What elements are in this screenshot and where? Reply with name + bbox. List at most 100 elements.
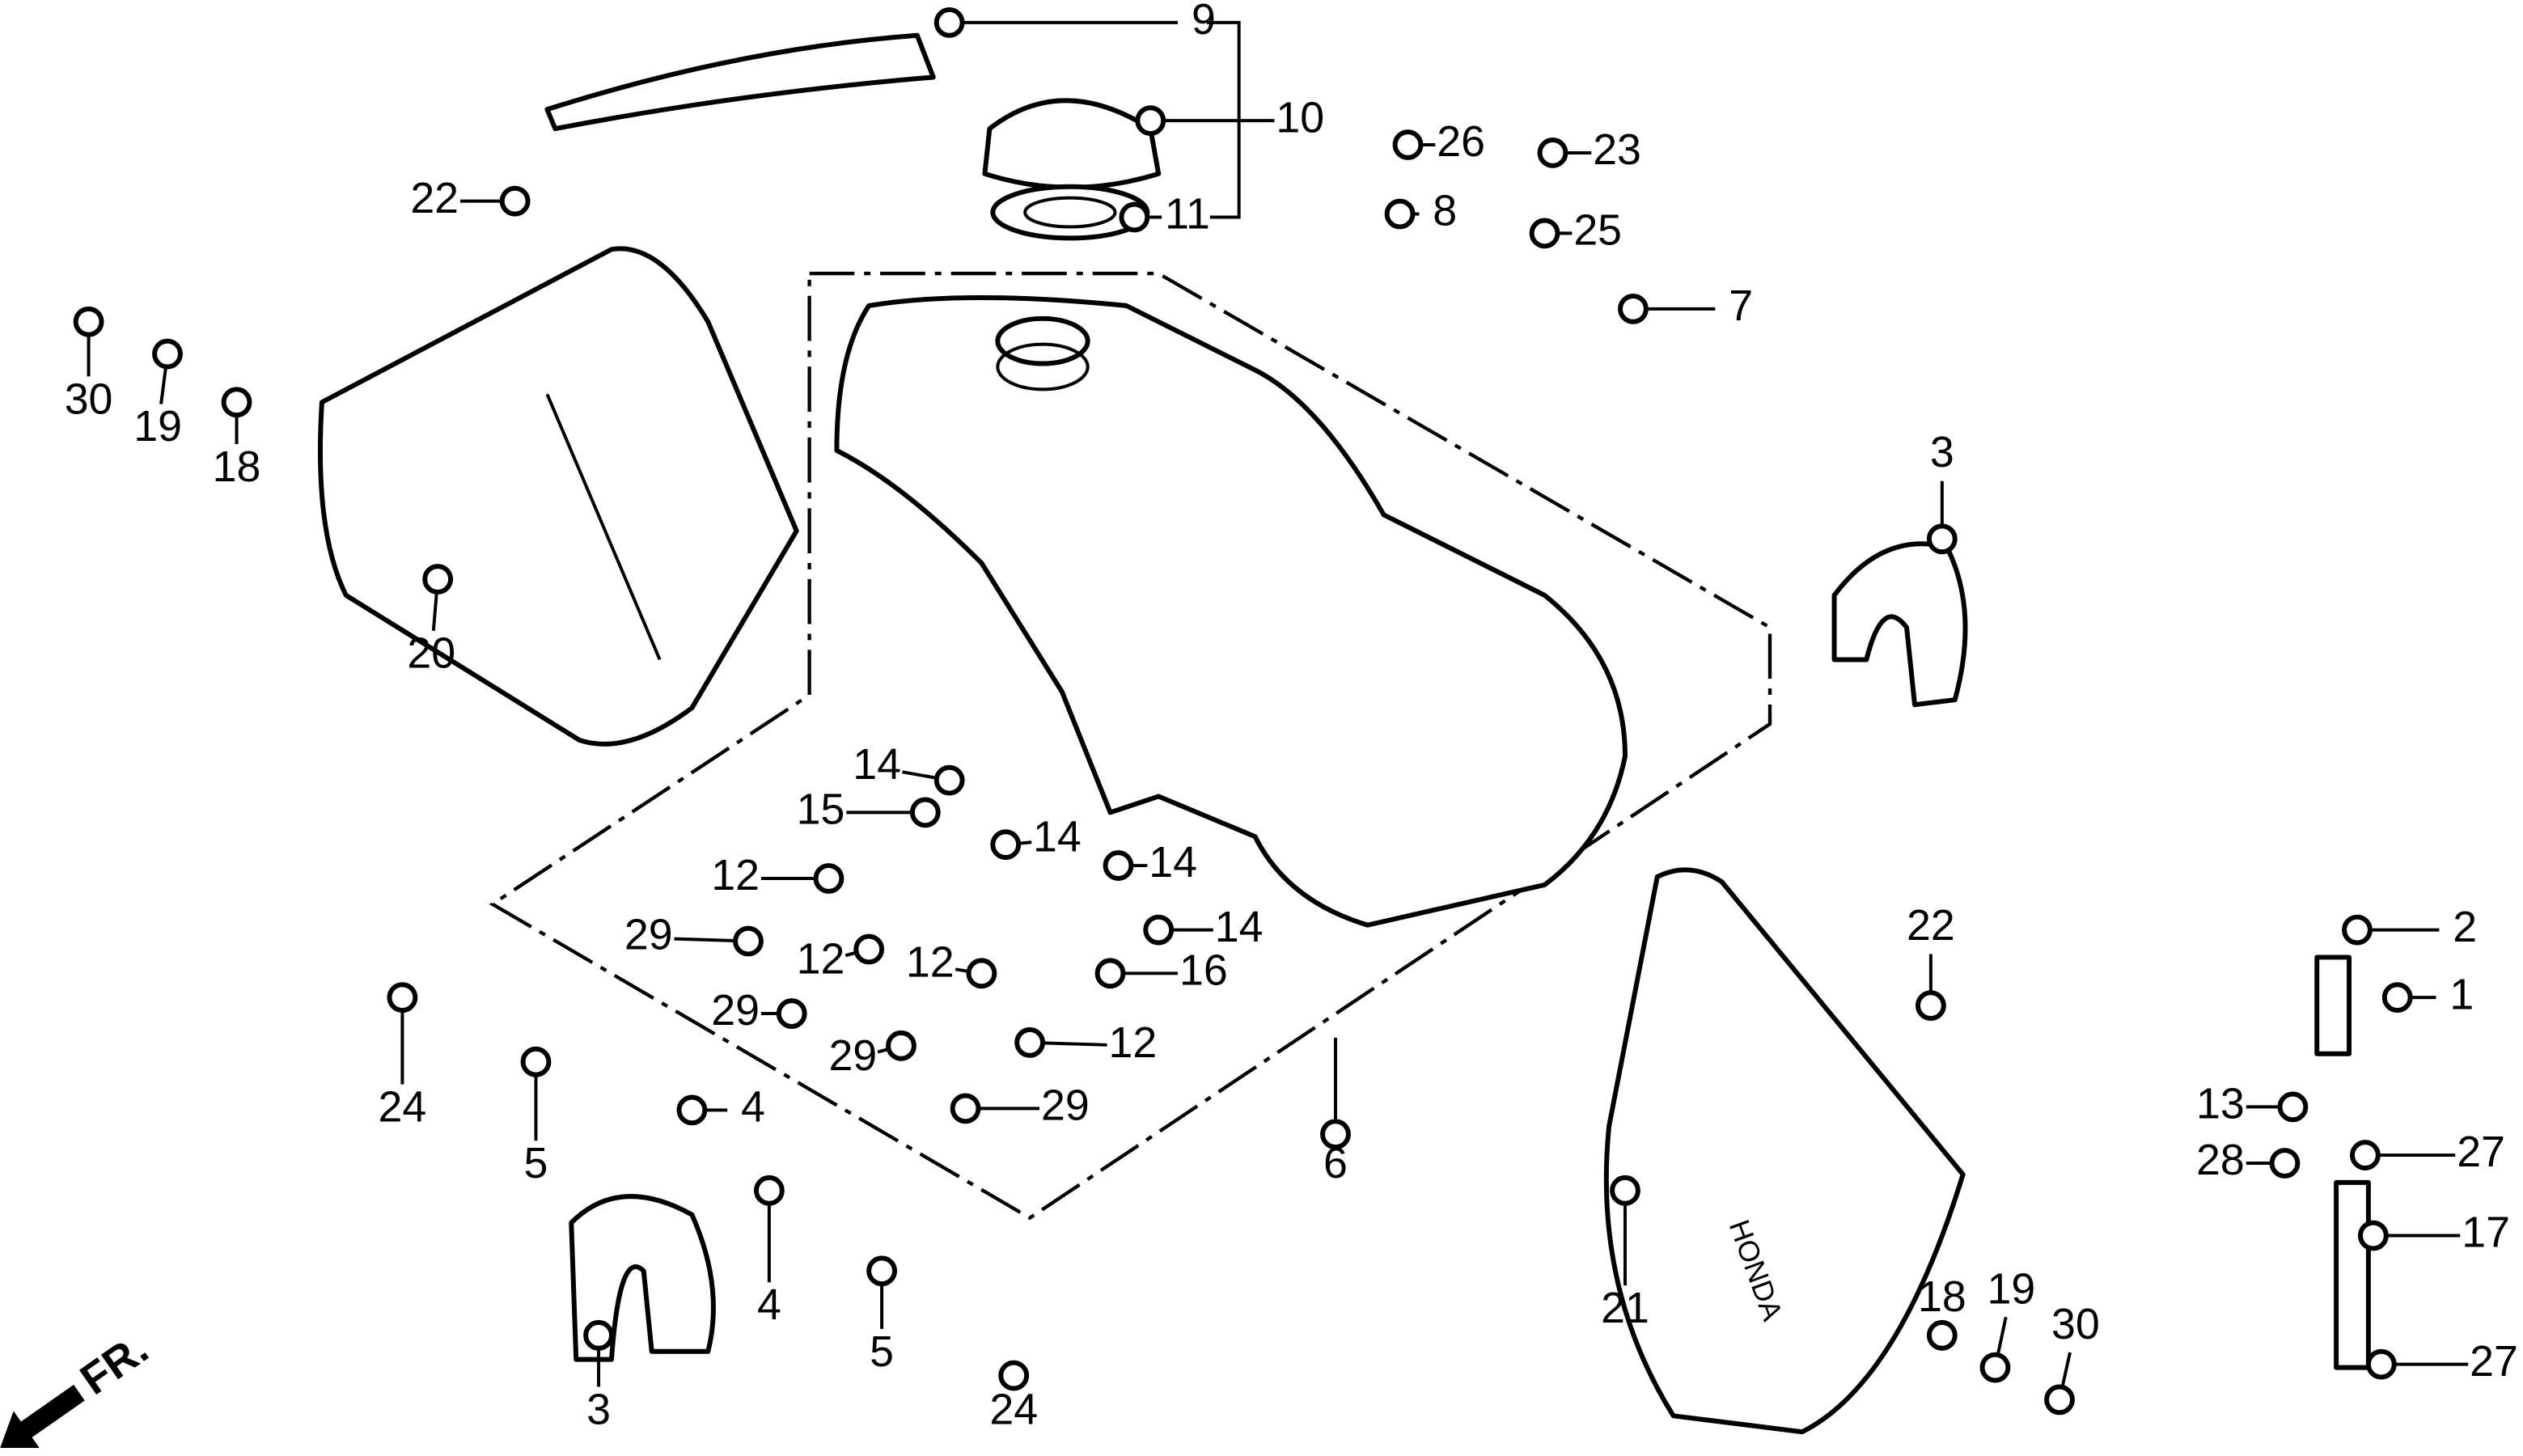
part-4 <box>676 1094 708 1126</box>
part-label: 28 <box>2196 1136 2245 1184</box>
part-label: 19 <box>1987 1264 2035 1313</box>
part-label: 14 <box>1215 903 1264 951</box>
breather-hose <box>544 32 936 132</box>
part-label: 7 <box>1729 281 1753 330</box>
part-14 <box>990 829 1022 861</box>
part-21 <box>1610 1175 1640 1206</box>
part-29 <box>950 1093 981 1124</box>
part-label: 5 <box>524 1139 548 1187</box>
part-14 <box>1143 914 1175 946</box>
part-label: 14 <box>1149 838 1197 887</box>
shroud-mount-right <box>1831 541 1968 708</box>
part-5 <box>520 1046 552 1077</box>
part-label: 29 <box>624 911 673 959</box>
part-12 <box>813 863 845 894</box>
shroud-rib <box>545 393 662 661</box>
front-direction-marker: FR. <box>0 1324 157 1449</box>
part-19 <box>1979 1352 2011 1383</box>
part-27 <box>2350 1140 2381 1170</box>
part-3 <box>1926 523 1958 555</box>
part-label: 5 <box>870 1327 894 1376</box>
part-9 <box>933 6 965 38</box>
part-3 <box>583 1319 614 1351</box>
part-label: 12 <box>711 851 760 899</box>
part-19 <box>152 338 183 370</box>
part-label: 30 <box>2051 1300 2100 1348</box>
part-label: 27 <box>2470 1337 2518 1386</box>
fuel-tank <box>834 294 1628 928</box>
part-label: 6 <box>1323 1139 1348 1187</box>
part-label: 9 <box>1192 0 1216 44</box>
part-label: 26 <box>1437 117 1485 166</box>
part-14 <box>1103 850 1134 881</box>
part-12 <box>1014 1026 1045 1058</box>
part-label: 18 <box>213 442 261 491</box>
part-24 <box>998 1360 1030 1391</box>
part-6 <box>1320 1119 1351 1150</box>
part-label: 22 <box>1907 901 1955 950</box>
part-11 <box>1119 201 1150 233</box>
part-15 <box>909 797 941 828</box>
part-7 <box>1618 293 1649 324</box>
part-label: 24 <box>379 1083 427 1132</box>
cap-gasket-inner <box>1023 196 1117 229</box>
part-25 <box>1529 218 1560 249</box>
part-label: 29 <box>711 986 760 1035</box>
part-20 <box>422 564 454 595</box>
part-label: 24 <box>989 1385 1038 1433</box>
part-label: 16 <box>1179 946 1228 995</box>
part-label: 20 <box>407 629 455 678</box>
part-24 <box>387 982 418 1014</box>
part-18 <box>221 387 252 418</box>
part-label: 30 <box>65 375 113 423</box>
part-label: 10 <box>1276 93 1324 142</box>
part-5 <box>866 1255 898 1287</box>
part-label: 15 <box>797 785 845 834</box>
shroud-mount-left <box>569 1194 716 1362</box>
part-label: 2 <box>2453 903 2477 951</box>
part-label: 17 <box>2462 1208 2510 1257</box>
part-30 <box>73 306 104 337</box>
part-29 <box>776 998 807 1029</box>
part-label: 12 <box>1109 1018 1158 1067</box>
part-22 <box>1916 990 1946 1021</box>
part-label: 22 <box>410 174 459 222</box>
part-label: 8 <box>1433 187 1457 235</box>
right-shroud <box>1603 867 1966 1435</box>
fuel-hose <box>2334 1179 2371 1370</box>
part-label: 4 <box>757 1280 781 1329</box>
part-10 <box>1135 105 1166 137</box>
part-label: 14 <box>1033 812 1082 861</box>
part-label: 12 <box>797 935 845 984</box>
part-4 <box>753 1175 785 1206</box>
part-label: 29 <box>1041 1081 1090 1130</box>
part-13 <box>2277 1091 2309 1123</box>
part-label: 14 <box>853 740 901 789</box>
part-29 <box>733 925 764 957</box>
part-23 <box>1537 138 1568 168</box>
part-27 <box>2365 1348 2397 1380</box>
part-12 <box>966 958 997 989</box>
part-17 <box>2357 1220 2389 1251</box>
part-16 <box>1094 958 1126 989</box>
part-label: 23 <box>1593 125 1641 174</box>
part-2 <box>2342 914 2373 946</box>
filler-neck <box>995 315 1090 366</box>
fuel-cap <box>982 98 1162 190</box>
svg-text:FR.: FR. <box>72 1324 157 1404</box>
part-label: 12 <box>906 938 955 987</box>
part-label: 4 <box>741 1083 765 1132</box>
part-label: 25 <box>1573 206 1622 255</box>
part-22 <box>499 185 531 217</box>
part-label: 18 <box>1918 1272 1966 1321</box>
filler-neck-ring <box>996 342 1090 392</box>
part-1 <box>2381 982 2413 1014</box>
part-label: 11 <box>1165 190 1210 239</box>
part-label: 27 <box>2457 1128 2505 1176</box>
part-29 <box>886 1030 916 1061</box>
part-label: 29 <box>828 1031 877 1080</box>
part-label: 19 <box>133 402 182 451</box>
part-label: 1 <box>2449 970 2474 1018</box>
tank-assembly-outline <box>489 271 1772 1221</box>
